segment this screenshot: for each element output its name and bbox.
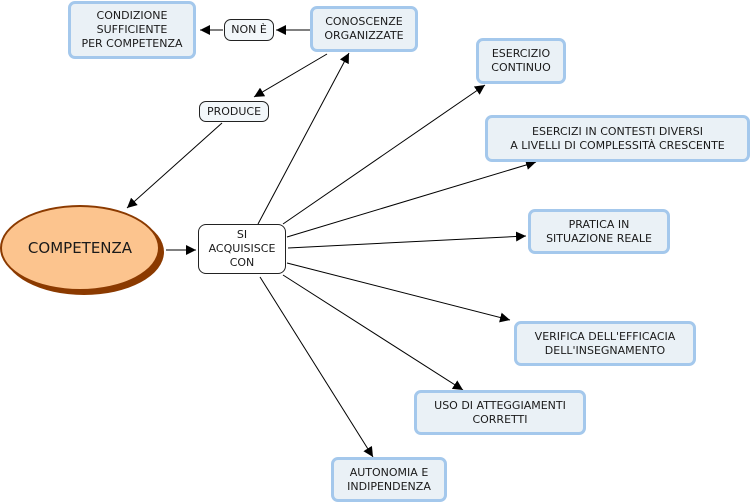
link-si-acquisisce-con[interactable]: SI ACQUISISCE CON bbox=[198, 224, 286, 274]
node-verifica-efficacia[interactable]: VERIFICA DELL'EFFICACIA DELL'INSEGNAMENT… bbox=[514, 321, 696, 366]
edge-conoscenze-produce bbox=[253, 53, 328, 98]
edge-hub-uso bbox=[282, 274, 464, 391]
node-conoscenze-organizzate[interactable]: CONOSCENZE ORGANIZZATE bbox=[310, 6, 418, 52]
node-condizione-sufficiente[interactable]: CONDIZIONE SUFFICIENTE PER COMPETENZA bbox=[68, 1, 196, 59]
node-pratica-situazione[interactable]: PRATICA IN SITUAZIONE REALE bbox=[528, 209, 670, 254]
link-non-e[interactable]: NON È bbox=[224, 19, 274, 41]
node-esercizio-continuo[interactable]: ESERCIZIO CONTINUO bbox=[476, 38, 566, 84]
node-autonomia[interactable]: AUTONOMIA E INDIPENDENZA bbox=[331, 457, 447, 502]
node-esercizi-contesti[interactable]: ESERCIZI IN CONTESTI DIVERSI A LIVELLI D… bbox=[485, 115, 750, 162]
node-uso-atteggiamenti[interactable]: USO DI ATTEGGIAMENTI CORRETTI bbox=[414, 390, 586, 435]
edge-hub-esercizi-contesti bbox=[286, 160, 537, 238]
edge-hub-verifica bbox=[286, 262, 511, 323]
node-competenza[interactable]: COMPETENZA bbox=[0, 205, 160, 291]
edge-hub-autonomia bbox=[259, 276, 374, 458]
edge-hub-esercizio-continuo bbox=[282, 84, 486, 225]
edge-produce-competenza bbox=[126, 122, 223, 209]
edge-hub-pratica bbox=[287, 231, 527, 249]
link-produce[interactable]: PRODUCE bbox=[199, 101, 269, 122]
edge-si-acquisisce-conoscenze bbox=[257, 52, 350, 225]
